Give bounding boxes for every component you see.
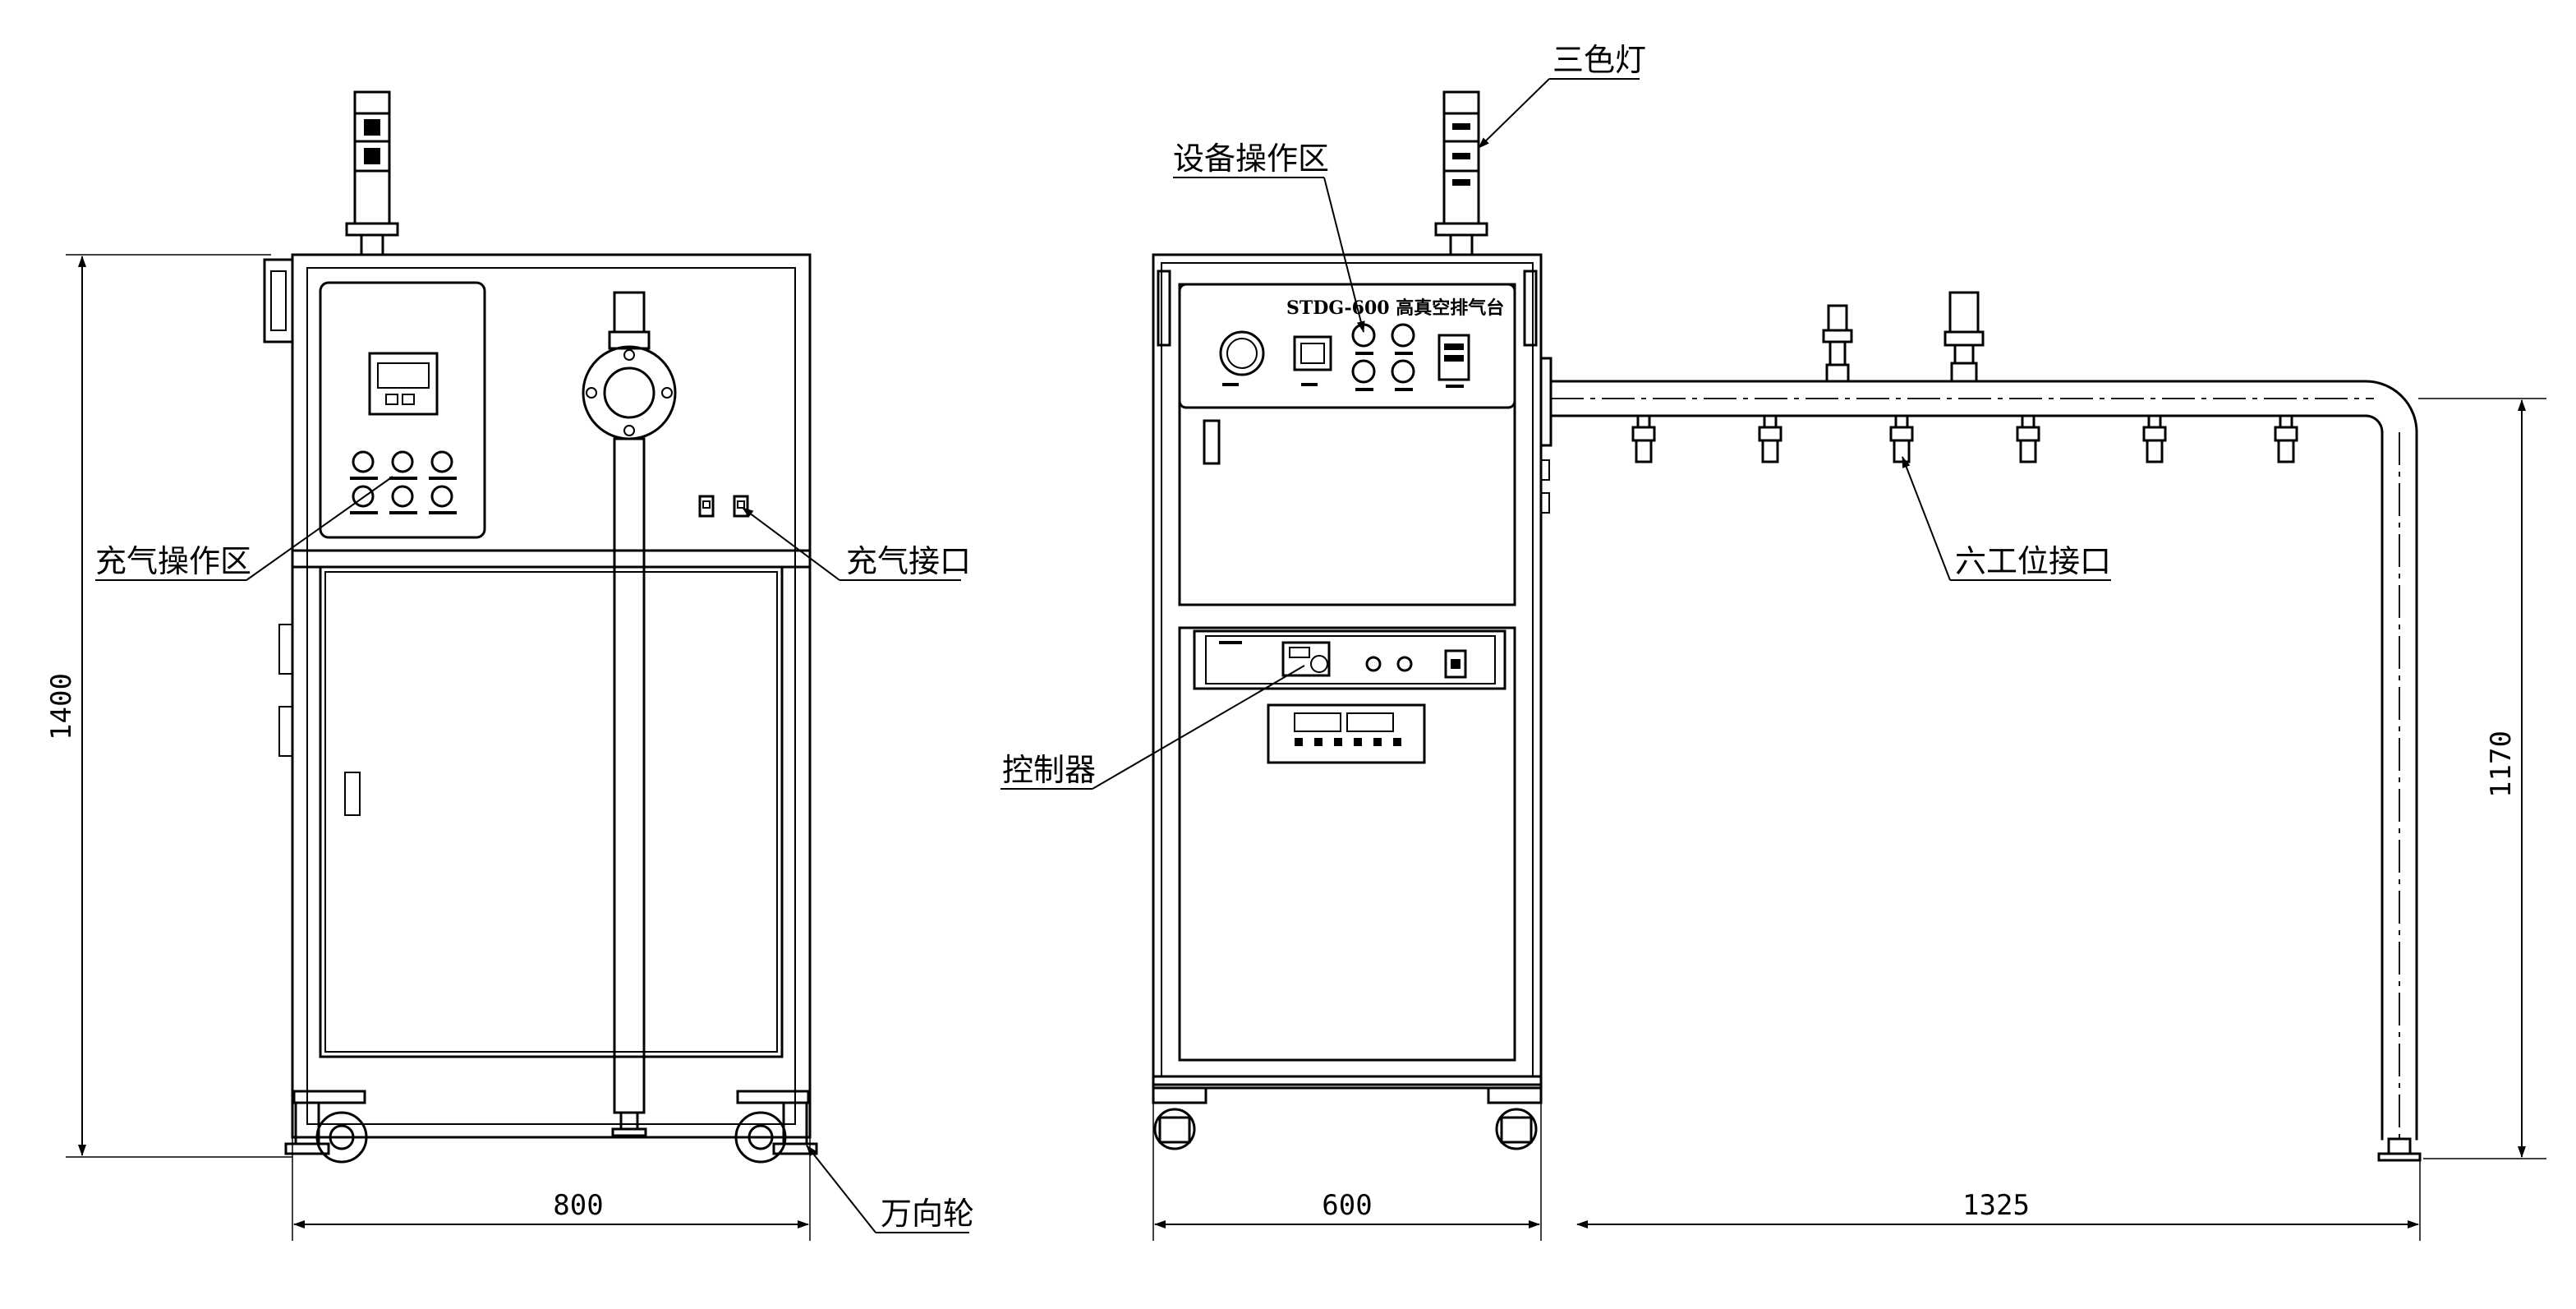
callout-text-fill-operation-area: 充气操作区 [95, 543, 251, 579]
dim-text-800: 800 [553, 1189, 603, 1222]
callout-fill-operation-area: 充气操作区 [95, 476, 393, 581]
callout-text-device-operation-area: 设备操作区 [1173, 141, 1329, 177]
callout-text-controller: 控制器 [1002, 752, 1096, 788]
callout-casters: 万向轮 [806, 1145, 974, 1233]
device-operation-panel: STDG-600 高真空排气台 [1178, 283, 1516, 409]
front-cabinet-frame [291, 253, 812, 1139]
front-lower-door [319, 565, 784, 1058]
callout-device-operation-area: 设备操作区 [1173, 141, 1365, 333]
callout-text-tri-color-light: 三色灯 [1552, 42, 1646, 78]
controller-unit [1193, 629, 1506, 690]
front-view: 1400 800 充气操作区 充气接口 万向轮 [45, 90, 974, 1241]
side-view: STDG-600 高真空排气台 [1000, 42, 2546, 1241]
front-light-tower [345, 90, 399, 256]
fill-operation-panel [319, 281, 486, 539]
station-port-3 [1889, 414, 1914, 463]
front-casters [284, 1090, 818, 1164]
station-port-4 [2016, 414, 2040, 463]
dim-text-1325: 1325 [1962, 1189, 2030, 1222]
side-casters [1152, 1086, 1543, 1150]
gauge-controller [1267, 703, 1426, 764]
callout-text-casters: 万向轮 [881, 1196, 974, 1232]
station-port-6 [2274, 414, 2298, 463]
dim-text-600: 600 [1322, 1189, 1372, 1222]
callout-text-six-station-ports: 六工位接口 [1955, 543, 2111, 579]
manifold-pipe [1549, 291, 2422, 1162]
side-cabinet-frame [1152, 253, 1543, 1086]
dimension-pipe-length-1325: 1325 [1576, 1159, 2421, 1241]
dimension-height-1400: 1400 [45, 254, 292, 1158]
callout-tri-color-light: 三色灯 [1478, 42, 1646, 149]
dim-text-1400: 1400 [45, 673, 78, 740]
station-port-1 [1631, 414, 1656, 463]
callout-controller: 控制器 [1000, 665, 1305, 790]
callout-text-fill-port: 充气接口 [846, 543, 971, 579]
front-pipe-assembly [582, 291, 677, 1137]
dimension-width-600: 600 [1152, 1101, 1542, 1241]
dimension-pipe-height-1170: 1170 [2418, 398, 2546, 1159]
dimension-width-800: 800 [292, 1137, 811, 1241]
station-port-2 [1758, 414, 1782, 463]
callout-six-station-ports: 六工位接口 [1902, 456, 2111, 581]
station-port-5 [2142, 414, 2167, 463]
door-handle [344, 772, 361, 816]
panel-title: STDG-600 高真空排气台 [1286, 297, 1504, 319]
side-light-tower [1434, 90, 1488, 256]
fill-ports [698, 495, 749, 518]
side-door-handle [1203, 419, 1221, 465]
dim-text-1170: 1170 [2485, 731, 2518, 798]
callout-fill-port: 充气接口 [742, 507, 971, 581]
